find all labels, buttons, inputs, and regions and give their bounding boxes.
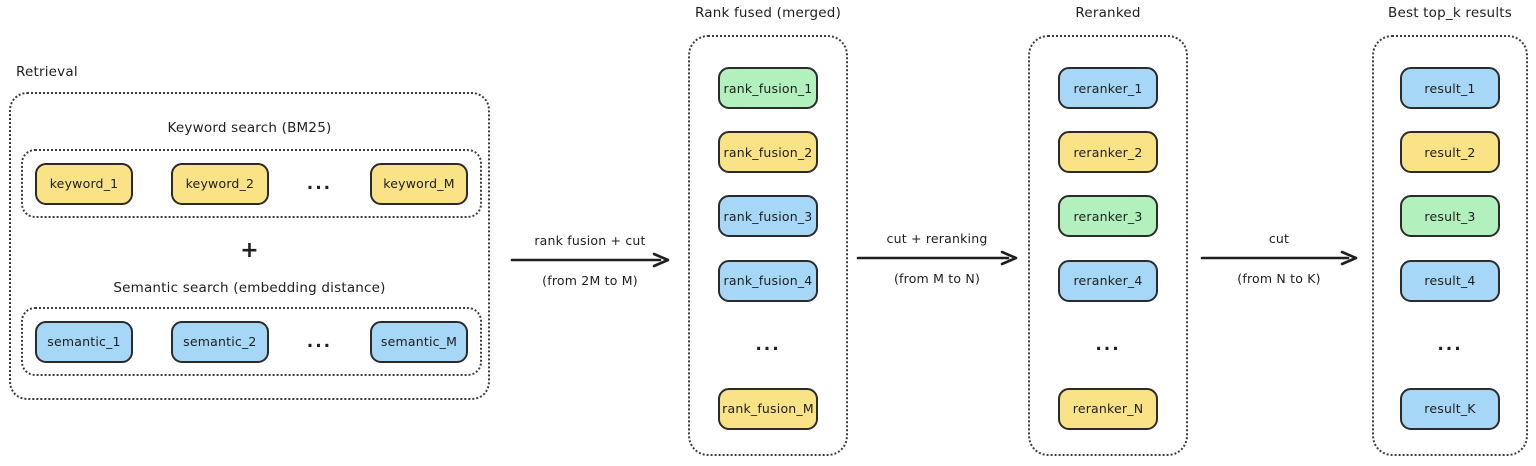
semantic-ellipsis: ...: [306, 331, 333, 352]
arrow-line-icon: [510, 252, 670, 268]
node-reranker-2: reranker_2: [1058, 131, 1158, 174]
node-result-2: result_2: [1400, 131, 1500, 174]
retrieval-section: Keyword search (BM25) keyword_1 keyword_…: [9, 92, 490, 400]
retrieval-section-label: Retrieval: [16, 64, 78, 80]
rank-fused-ellipsis: ...: [755, 334, 781, 355]
semantic-search-title: Semantic search (embedding distance): [113, 280, 386, 296]
keyword-search-group: keyword_1 keyword_2 ... keyword_M: [21, 149, 482, 218]
node-semantic-M: semantic_M: [370, 320, 468, 363]
node-keyword-1: keyword_1: [35, 162, 133, 205]
node-reranker-N: reranker_N: [1058, 387, 1158, 430]
column-container: reranker_1 reranker_2 reranker_3 reranke…: [1028, 35, 1188, 456]
semantic-search-group: semantic_1 semantic_2 ... semantic_M: [21, 307, 482, 376]
arrow-line-icon: [1200, 250, 1358, 266]
node-keyword-M: keyword_M: [370, 162, 468, 205]
arrow-cut: cut (from N to K): [1196, 231, 1362, 286]
plus-sign: +: [240, 238, 259, 263]
node-result-4: result_4: [1400, 259, 1500, 302]
node-keyword-2: keyword_2: [170, 162, 269, 205]
column-container: rank_fusion_1 rank_fusion_2 rank_fusion_…: [688, 35, 848, 456]
column-reranked: Reranked reranker_1 reranker_2 reranker_…: [1028, 5, 1188, 456]
node-rank-fusion-M: rank_fusion_M: [718, 387, 818, 430]
node-rank-fusion-4: rank_fusion_4: [718, 259, 818, 302]
node-rank-fusion-1: rank_fusion_1: [718, 67, 818, 109]
column-title: Reranked: [1075, 5, 1141, 21]
arrow-top-label: cut: [1268, 231, 1290, 246]
node-reranker-4: reranker_4: [1058, 259, 1158, 302]
column-title: Rank fused (merged): [694, 5, 842, 21]
keyword-search-title: Keyword search (BM25): [167, 120, 332, 136]
keyword-ellipsis: ...: [306, 173, 333, 194]
node-semantic-2: semantic_2: [170, 320, 269, 363]
node-result-K: result_K: [1400, 387, 1500, 430]
arrow-line-icon: [856, 250, 1018, 266]
node-result-1: result_1: [1400, 67, 1500, 109]
arrow-top-label: rank fusion + cut: [534, 233, 646, 248]
node-semantic-1: semantic_1: [35, 320, 133, 363]
arrow-cut-reranking: cut + reranking (from M to N): [854, 231, 1020, 286]
node-rank-fusion-2: rank_fusion_2: [718, 131, 818, 174]
column-title: Best top_k results: [1388, 5, 1512, 21]
node-reranker-3: reranker_3: [1058, 195, 1158, 238]
arrow-bottom-label: (from 2M to M): [542, 273, 638, 288]
arrow-rank-fusion-cut: rank fusion + cut (from 2M to M): [508, 233, 672, 288]
column-container: result_1 result_2 result_3 result_4 ... …: [1372, 35, 1528, 456]
node-reranker-1: reranker_1: [1058, 67, 1158, 109]
column-best-results: Best top_k results result_1 result_2 res…: [1372, 5, 1528, 456]
arrow-bottom-label: (from M to N): [893, 271, 981, 286]
node-result-3: result_3: [1400, 195, 1500, 238]
arrow-bottom-label: (from N to K): [1237, 271, 1321, 286]
node-rank-fusion-3: rank_fusion_3: [718, 195, 818, 238]
column-rank-fused: Rank fused (merged) rank_fusion_1 rank_f…: [688, 5, 848, 456]
reranked-ellipsis: ...: [1095, 334, 1121, 355]
best-results-ellipsis: ...: [1437, 334, 1463, 355]
arrow-top-label: cut + reranking: [886, 231, 988, 246]
